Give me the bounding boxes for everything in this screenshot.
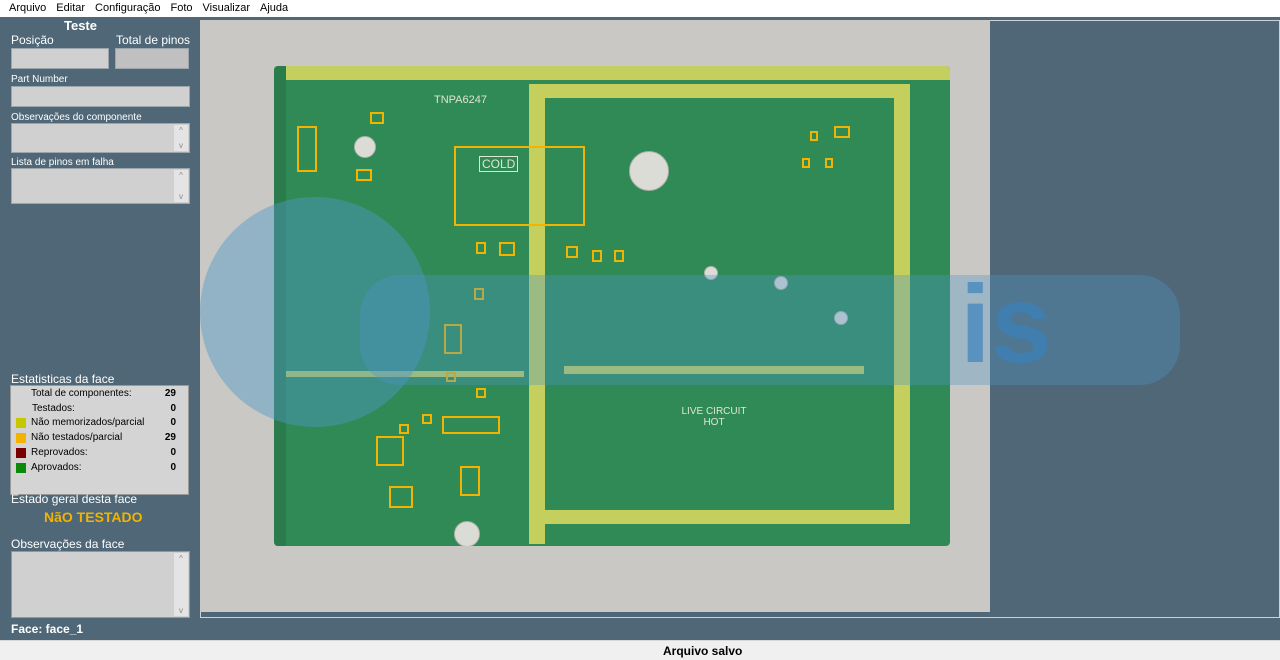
obs-face-field[interactable]: ^v	[11, 551, 190, 618]
component-box[interactable]	[825, 158, 833, 168]
watermark-text: is	[960, 263, 1052, 386]
component-box[interactable]	[802, 158, 810, 168]
posicao-label: Posição	[11, 33, 54, 47]
menu-editar[interactable]: Editar	[56, 2, 86, 14]
lista-pinos-scrollbar[interactable]: ^v	[174, 170, 188, 202]
total-pinos-field[interactable]	[115, 48, 189, 69]
stats-testados-label: Testados:	[32, 403, 75, 414]
swatch-reprovado	[16, 448, 26, 458]
obs-componente-label: Observações do componente	[11, 112, 142, 123]
panel-title: Teste	[64, 18, 97, 33]
stats-reprovados-label: Reprovados:	[31, 447, 88, 458]
status-bar: Arquivo salvo	[0, 640, 1280, 660]
watermark-band	[360, 275, 1180, 385]
swatch-aprovado	[16, 463, 26, 473]
menu-configuracao[interactable]: Configuração	[95, 2, 161, 14]
stats-reprovados-value: 0	[170, 447, 176, 458]
menu-ajuda[interactable]: Ajuda	[260, 2, 289, 14]
component-box[interactable]	[399, 424, 409, 434]
stats-row-total: Total de componentes: 29	[11, 387, 188, 401]
component-box[interactable]	[297, 126, 317, 172]
stats-nao-memorizados-label: Não memorizados/parcial	[31, 417, 145, 428]
component-box[interactable]	[446, 372, 456, 382]
stats-title: Estatisticas da face	[11, 372, 115, 386]
stats-row-testados: Testados: 0	[11, 402, 188, 416]
component-box[interactable]	[422, 414, 432, 424]
board-part-label: TNPA6247	[434, 94, 487, 106]
menu-foto[interactable]: Foto	[170, 2, 193, 14]
scroll-down-icon[interactable]: v	[179, 141, 183, 150]
posicao-field[interactable]	[11, 48, 109, 69]
stats-row-aprovados: Aprovados: 0	[11, 461, 188, 475]
component-box[interactable]	[476, 242, 486, 254]
face-label: Face: face_1	[11, 622, 84, 636]
estado-label: Estado geral desta face	[11, 492, 138, 506]
component-box[interactable]	[834, 126, 850, 138]
component-box[interactable]	[476, 388, 486, 398]
status-text: Arquivo salvo	[663, 644, 743, 658]
lista-pinos-field[interactable]: ^v	[11, 168, 190, 204]
menu-bar: Arquivo Editar Configuração Foto Visuali…	[0, 0, 1280, 17]
component-box[interactable]	[592, 250, 602, 262]
stats-row-nao-testados: Não testados/parcial 29	[11, 431, 188, 445]
left-panel: Teste Posição Total de pinos Part Number…	[0, 17, 197, 640]
menu-visualizar[interactable]: Visualizar	[202, 2, 251, 14]
stats-box: Total de componentes: 29 Testados: 0 Não m…	[10, 385, 189, 495]
stats-nao-testados-value: 29	[164, 432, 176, 443]
component-box[interactable]	[566, 246, 578, 258]
component-box[interactable]	[370, 112, 384, 124]
stats-row-reprovados: Reprovados: 0	[11, 446, 188, 460]
image-area: TNPA6247 COLD LIVE CIRCUIT HOT	[197, 17, 1280, 640]
menu-arquivo[interactable]: Arquivo	[9, 2, 47, 14]
stats-total-label: Total de componentes:	[31, 388, 132, 399]
lista-pinos-label: Lista de pinos em falha	[11, 157, 114, 168]
scroll-down-icon[interactable]: v	[179, 606, 183, 615]
obs-componente-field[interactable]: ^v	[11, 123, 190, 153]
stats-total-value: 29	[164, 388, 176, 399]
component-box[interactable]	[460, 466, 480, 496]
part-number-label: Part Number	[11, 74, 68, 85]
part-number-field[interactable]	[11, 86, 190, 107]
component-box[interactable]	[389, 486, 413, 508]
obs-componente-scrollbar[interactable]: ^v	[174, 125, 188, 151]
scroll-down-icon[interactable]: v	[179, 192, 183, 201]
board-photo[interactable]: TNPA6247 COLD LIVE CIRCUIT HOT	[200, 20, 1180, 612]
board-cold-label: COLD	[479, 156, 519, 172]
stats-aprovados-label: Aprovados:	[31, 462, 82, 473]
obs-face-scrollbar[interactable]: ^v	[174, 553, 188, 616]
stats-aprovados-value: 0	[170, 462, 176, 473]
estado-value: NãO TESTADO	[44, 509, 143, 525]
stats-nao-memorizados-value: 0	[170, 417, 176, 428]
swatch-nao-testado	[16, 433, 26, 443]
component-box[interactable]	[442, 416, 500, 434]
pcb-board[interactable]: TNPA6247 COLD LIVE CIRCUIT HOT	[274, 66, 950, 546]
swatch-nao-memorizado	[16, 418, 26, 428]
obs-face-label: Observações da face	[11, 537, 125, 551]
board-hot-label: LIVE CIRCUIT HOT	[681, 406, 747, 428]
stats-row-nao-memorizados: Não memorizados/parcial 0	[11, 416, 188, 430]
component-box[interactable]	[474, 288, 484, 300]
component-box[interactable]	[376, 436, 404, 466]
component-box[interactable]	[454, 146, 585, 226]
component-box[interactable]	[356, 169, 372, 181]
component-box[interactable]	[444, 324, 462, 354]
watermark-logo	[200, 197, 430, 427]
component-box[interactable]	[499, 242, 515, 256]
component-box[interactable]	[810, 131, 818, 141]
scroll-up-icon[interactable]: ^	[179, 171, 183, 180]
stats-testados-value: 0	[170, 403, 176, 414]
scroll-up-icon[interactable]: ^	[179, 554, 183, 563]
component-box[interactable]	[614, 250, 624, 262]
stats-nao-testados-label: Não testados/parcial	[31, 432, 123, 443]
scroll-up-icon[interactable]: ^	[179, 126, 183, 135]
total-pinos-label: Total de pinos	[116, 33, 191, 47]
